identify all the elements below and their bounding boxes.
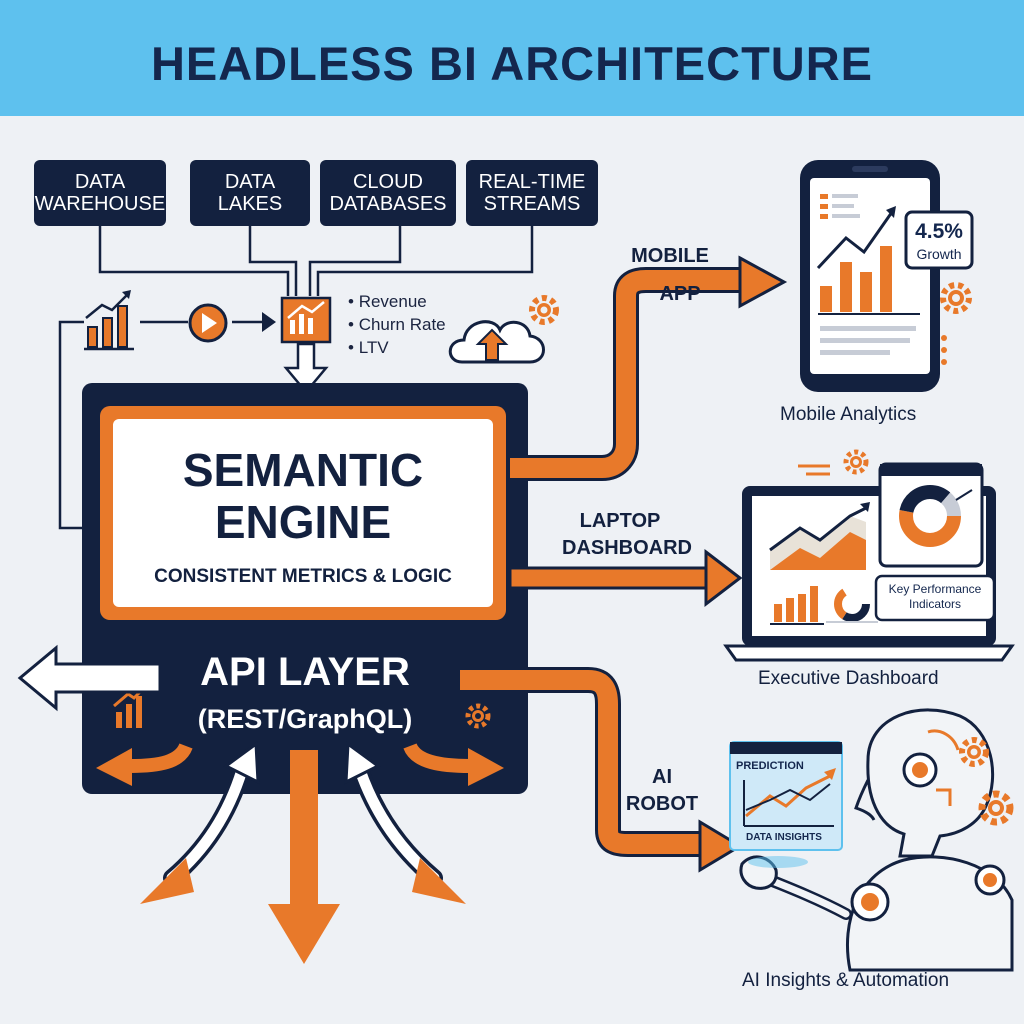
- api-layer-subtitle: (REST/GraphQL): [197, 704, 413, 734]
- robot-illustration: [739, 708, 1014, 972]
- gear-icon: [978, 790, 1014, 826]
- source-cloud-databases: CLOUD DATABASES: [320, 160, 456, 226]
- gear-icon: [529, 295, 559, 325]
- source-label: DATA: [74, 171, 126, 193]
- header-banner: [0, 0, 1024, 116]
- cloud-upload-icon: [448, 320, 545, 364]
- kpi-card-text: Key Performance Indicators: [876, 582, 994, 612]
- prediction-panel-title: PREDICTION: [736, 760, 804, 772]
- inner-curved-arrow-left: [96, 742, 193, 786]
- robot-label-line2: ROBOT: [625, 793, 699, 815]
- source-real-time-streams: REAL-TIME STREAMS: [466, 160, 598, 226]
- laptop-label-line1: LAPTOP: [579, 510, 661, 532]
- mobile-caption: Mobile Analytics: [780, 404, 917, 425]
- prediction-panel-footer: DATA INSIGHTS: [746, 832, 822, 843]
- gear-icon: [843, 449, 869, 475]
- robot-caption: AI Insights & Automation: [742, 970, 950, 991]
- page-title: HEADLESS BI ARCHITECTURE: [150, 37, 874, 90]
- metric-item-churn-rate: • Churn Rate: [348, 315, 446, 334]
- metric-hub-icon: [280, 296, 332, 344]
- engine-subtitle: CONSISTENT METRICS & LOGIC: [154, 566, 452, 587]
- growth-stat-label: Growth: [916, 246, 962, 262]
- arrow-to-mobile: [510, 255, 788, 481]
- growth-stat-value: 4.5%: [915, 220, 963, 243]
- metric-label: LTV: [358, 338, 389, 357]
- kpi-line: Indicators: [908, 597, 962, 611]
- bottom-arrow-left: [140, 741, 260, 904]
- bottom-arrow-right: [344, 741, 466, 904]
- down-arrow-into-engine: [283, 342, 329, 394]
- donut-chart-card: [878, 462, 984, 568]
- source-label: DATABASES: [329, 193, 447, 215]
- metric-item-ltv: • LTV: [348, 338, 389, 357]
- semantic-engine-title: SEMANTIC ENGINE: [113, 444, 493, 548]
- mobile-phone-illustration: [800, 160, 940, 392]
- kpi-card: [874, 574, 996, 622]
- source-data-warehouse: DATA WAREHOUSE: [34, 160, 166, 226]
- metric-label: Churn Rate: [358, 315, 446, 334]
- small-arrowhead: [262, 312, 276, 332]
- source-label: LAKES: [217, 193, 283, 215]
- play-button-icon: [188, 303, 228, 343]
- growth-stat-card: [904, 210, 974, 270]
- dots-decoration: [941, 335, 947, 365]
- robot-label-line1: AI: [652, 766, 672, 788]
- trend-chart-icon: [84, 290, 134, 351]
- source-data-lakes: DATA LAKES: [190, 160, 310, 226]
- bottom-arrow-center: [268, 750, 340, 964]
- engine-title-line: SEMANTIC: [182, 444, 424, 496]
- metric-item-revenue: • Revenue: [348, 292, 427, 311]
- api-layer-title: API LAYER: [200, 650, 410, 694]
- arrow-to-robot: [460, 667, 743, 873]
- source-label: WAREHOUSE: [34, 193, 166, 215]
- source-label: DATA: [224, 171, 276, 193]
- laptop-caption: Executive Dashboard: [758, 668, 939, 689]
- semantic-engine-panel: [113, 419, 493, 607]
- mobile-label-line1: MOBILE: [631, 245, 709, 267]
- prediction-panel: [729, 741, 843, 851]
- laptop-label-line2: DASHBOARD: [562, 537, 692, 559]
- source-label: REAL-TIME: [478, 171, 586, 193]
- gear-icon: [940, 282, 972, 314]
- source-connector-lines: [58, 226, 534, 530]
- metric-label: Revenue: [358, 292, 427, 311]
- left-output-arrow: [17, 644, 162, 712]
- kpi-line: Key Performance: [888, 582, 982, 596]
- inner-curved-arrow-right: [403, 742, 504, 786]
- gear-icon: [959, 737, 989, 767]
- source-label: CLOUD: [352, 171, 423, 193]
- source-label: STREAMS: [483, 193, 581, 215]
- speed-lines-decoration: [798, 464, 830, 476]
- engine-title-line: ENGINE: [214, 496, 392, 548]
- arrow-to-laptop: [508, 548, 743, 608]
- mobile-label-line2: APP: [659, 283, 701, 305]
- gear-icon: [465, 703, 491, 729]
